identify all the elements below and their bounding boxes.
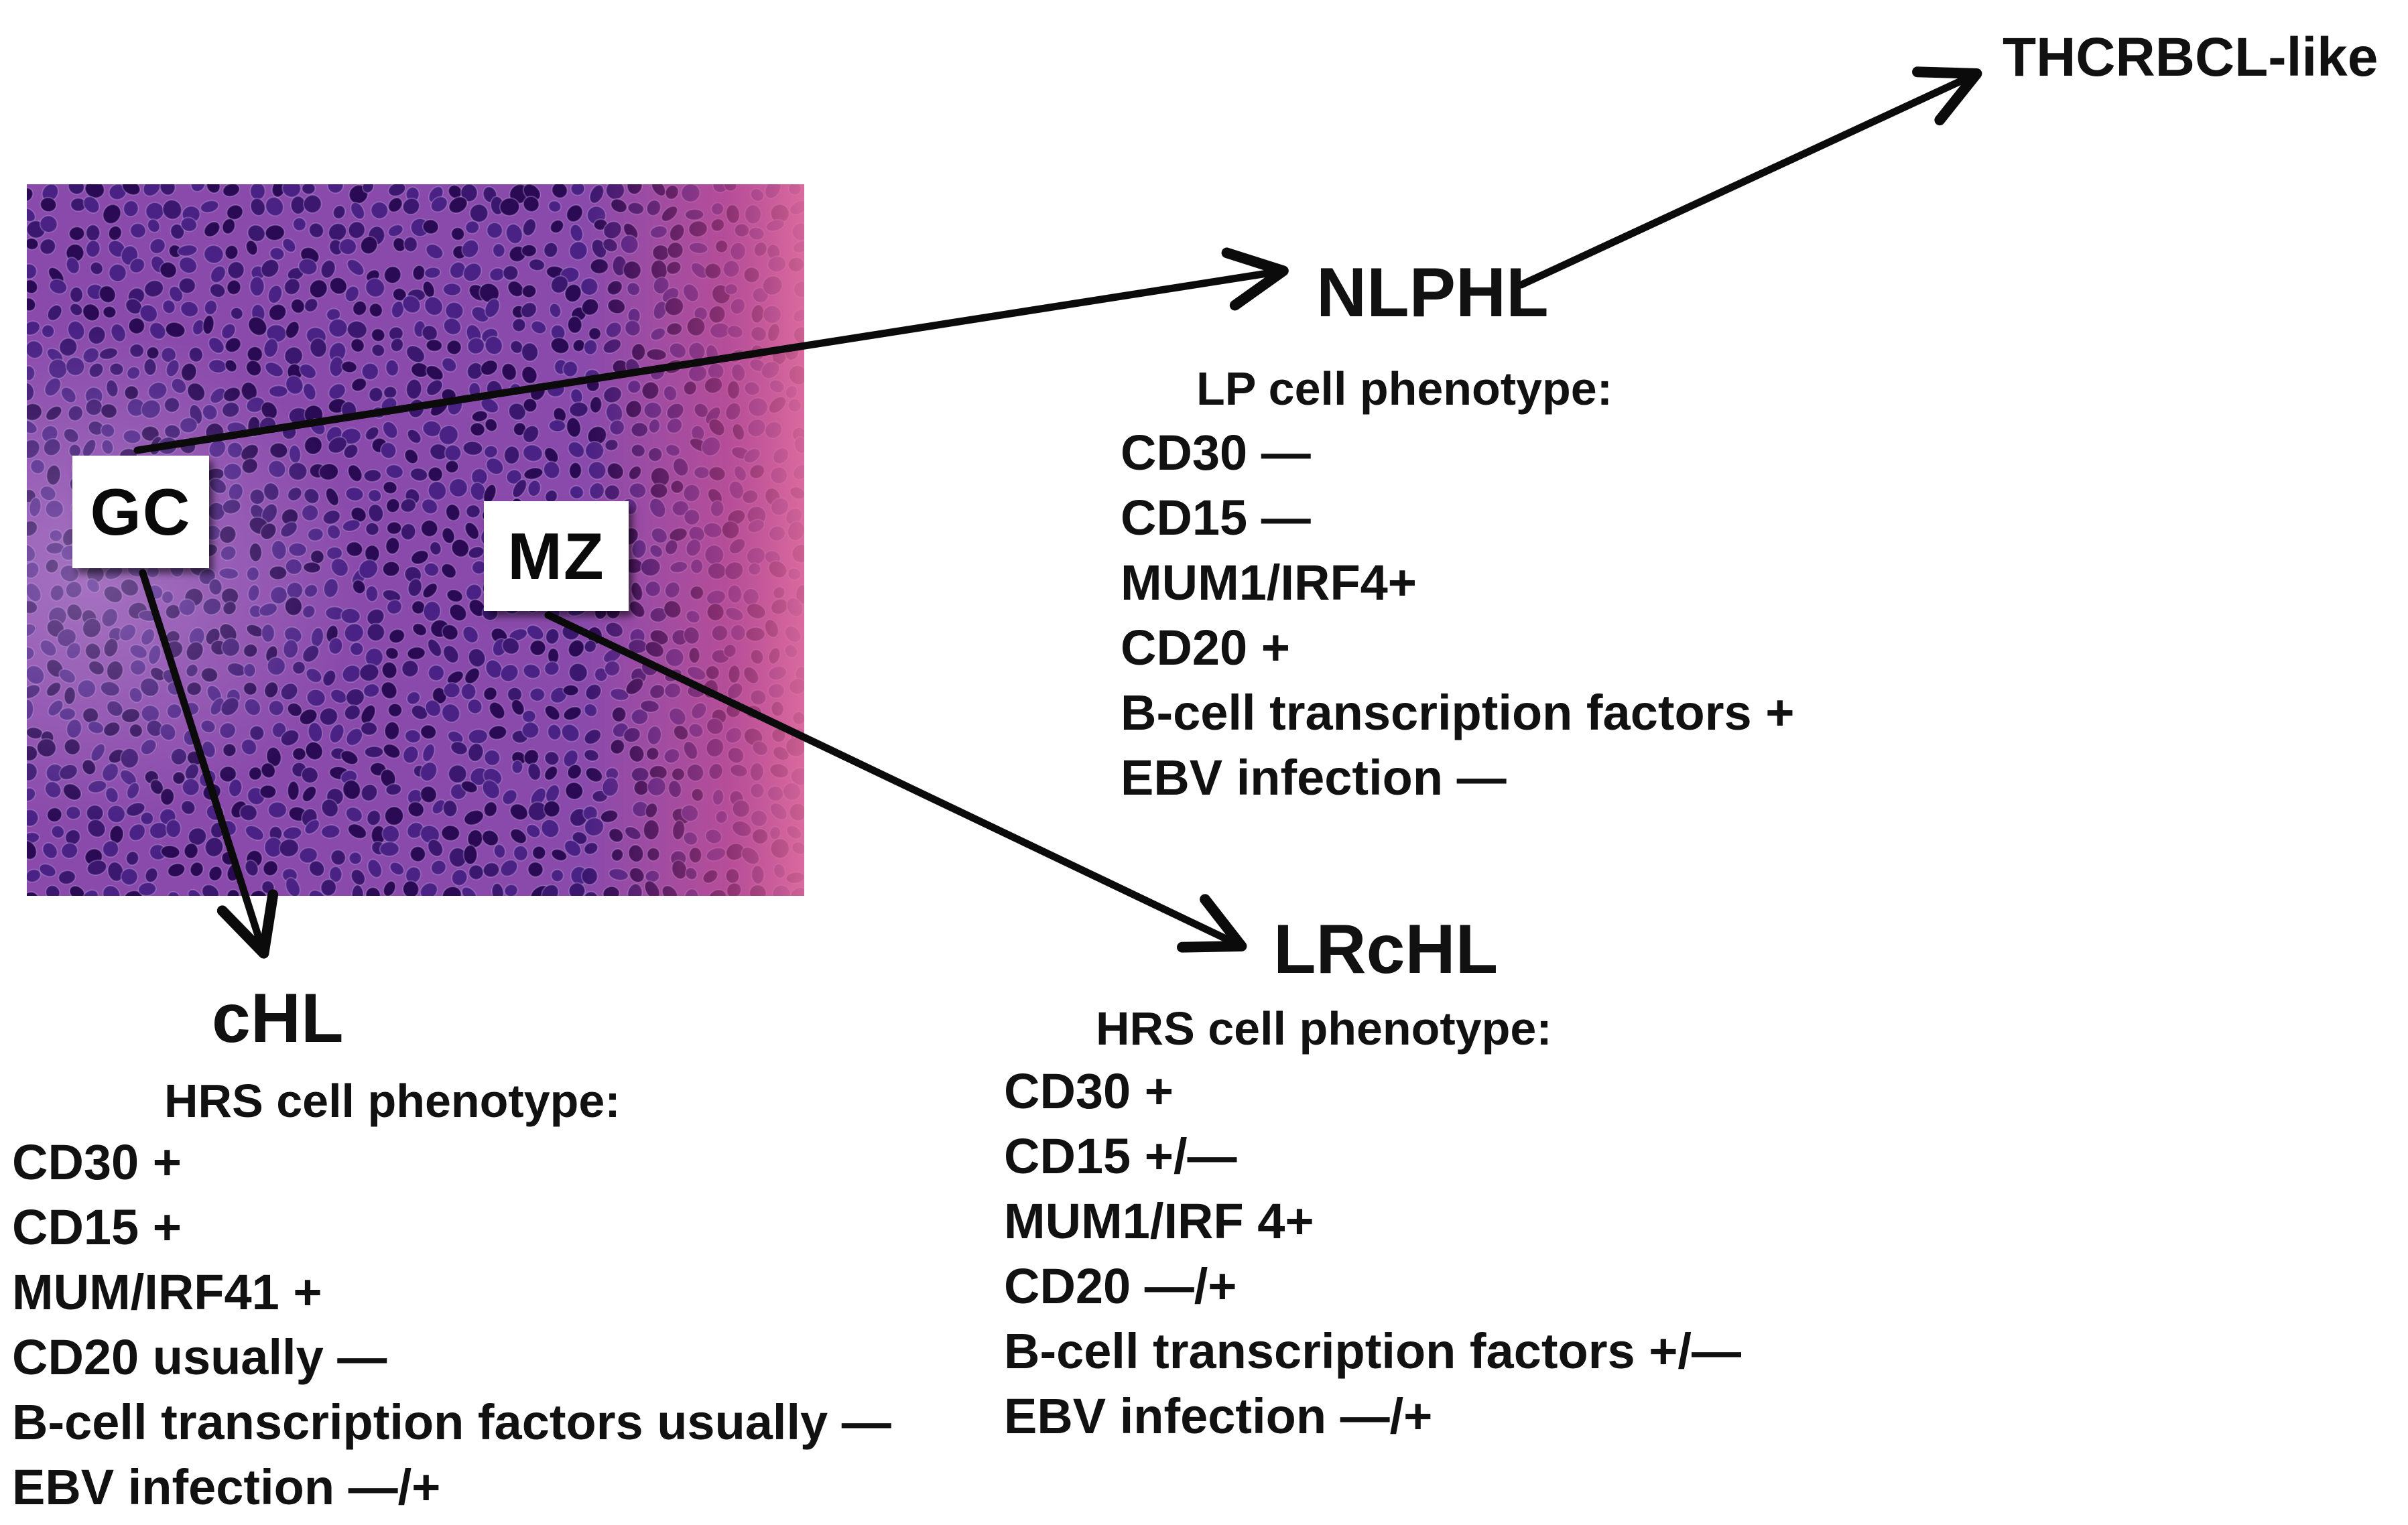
germinal-center-label: GC: [72, 456, 209, 568]
marker-item: B-cell transcription factors +/—: [1004, 1323, 1741, 1379]
marker-item: CD15 +/—: [1004, 1128, 1237, 1184]
chl-phenotype-heading: HRS cell phenotype:: [164, 1075, 621, 1127]
marker-item: CD20 usually —: [12, 1329, 387, 1385]
lrchl-phenotype-heading: HRS cell phenotype:: [1096, 1002, 1552, 1055]
marker-item: MUM1/IRF4+: [1121, 555, 1417, 610]
marker-item: CD20 +: [1121, 620, 1290, 675]
marker-item: EBV infection —/+: [12, 1459, 441, 1515]
nlphl-marker-list: CD30 — CD15 — MUM1/IRF4+ CD20 + B-cell t…: [1121, 420, 1794, 810]
marker-item: CD30 +: [1004, 1063, 1174, 1119]
marker-item: CD20 —/+: [1004, 1258, 1237, 1314]
marker-item: CD15 —: [1121, 490, 1311, 545]
marker-item: B-cell transcription factors +: [1121, 685, 1795, 740]
marker-item: EBV infection —/+: [1004, 1388, 1433, 1444]
arrow-nlphl-to-thcrbcl: [1517, 66, 1982, 289]
marginal-zone-label: MZ: [484, 501, 629, 611]
marker-item: CD15 +: [12, 1199, 182, 1255]
marker-item: B-cell transcription factors usually —: [12, 1394, 891, 1450]
marker-item: MUM1/IRF 4+: [1004, 1193, 1314, 1249]
nlphl-title: NLPHL: [1316, 254, 1549, 332]
chl-title: cHL: [212, 980, 344, 1057]
lrchl-title: LRcHL: [1273, 911, 1499, 988]
chl-marker-list: CD30 + CD15 + MUM/IRF41 + CD20 usually —…: [12, 1130, 891, 1520]
lrchl-marker-list: CD30 + CD15 +/— MUM1/IRF 4+ CD20 —/+ B-c…: [1004, 1059, 1741, 1449]
marker-item: MUM/IRF41 +: [12, 1264, 322, 1320]
nlphl-phenotype-heading: LP cell phenotype:: [1196, 362, 1613, 415]
thcrbcl-title: THCRBCL-like: [2003, 27, 2379, 88]
marker-item: CD30 —: [1121, 425, 1311, 480]
marker-item: CD30 +: [12, 1134, 182, 1190]
marker-item: EBV infection —: [1121, 750, 1507, 805]
